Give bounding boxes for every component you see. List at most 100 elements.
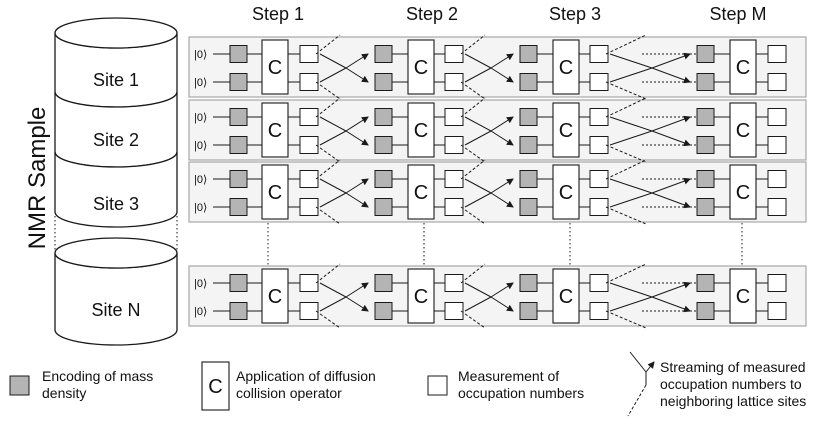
streaming-dashed-line	[315, 263, 341, 284]
streaming-arrow	[651, 281, 691, 298]
encoding-box	[229, 170, 248, 188]
streaming-line	[609, 116, 653, 132]
streaming-arrow	[651, 115, 691, 132]
site-label: Site N	[91, 300, 140, 320]
collision-operator-box	[552, 102, 580, 158]
encoding-box	[519, 274, 538, 292]
encoding-box	[519, 73, 538, 91]
encoding-box	[696, 274, 715, 292]
measurement-box	[444, 302, 464, 320]
streaming-dashed-line	[605, 144, 647, 163]
measurement-box	[589, 73, 609, 91]
measurement-box	[589, 198, 609, 216]
streaming-line	[319, 192, 347, 208]
collision-operator-box	[552, 164, 580, 220]
ket-zero-label: |0⟩	[194, 77, 207, 89]
streaming-line	[464, 296, 492, 312]
streaming-line	[609, 282, 653, 298]
measurement-box	[589, 274, 609, 292]
collision-operator-label: C	[414, 120, 428, 142]
measurement-box	[299, 170, 319, 188]
streaming-arrow	[490, 192, 514, 208]
streaming-arrow	[345, 130, 369, 146]
encoding-box	[229, 73, 248, 91]
collision-operator-label: C	[414, 182, 428, 204]
measurement-box	[444, 73, 464, 91]
collision-operator-box	[261, 164, 289, 220]
streaming-line	[319, 130, 347, 146]
streaming-arrow	[345, 116, 369, 132]
encoding-box	[229, 136, 248, 154]
measurement-box	[767, 274, 787, 292]
streaming-dashed-line	[605, 310, 647, 329]
collision-operator-box	[407, 268, 435, 324]
encoding-box	[519, 198, 538, 216]
site-label: Site 3	[93, 194, 139, 214]
encoding-box	[374, 198, 393, 216]
step-label: Step 1	[252, 4, 304, 24]
collision-operator-label: C	[736, 286, 750, 308]
encoding-box	[374, 108, 393, 126]
step-label: Step 2	[406, 4, 458, 24]
legend-streaming-dashed	[627, 384, 647, 417]
streaming-line	[319, 296, 347, 312]
streaming-dashed-line	[605, 97, 647, 118]
measurement-box	[767, 302, 787, 320]
streaming-arrow	[490, 178, 514, 194]
collision-operator-box	[261, 39, 289, 95]
collision-operator-label: C	[736, 120, 750, 142]
legend-streaming-line1: Streaming of measured	[660, 359, 806, 375]
streaming-line	[319, 178, 347, 194]
legend-collision-label: C	[208, 376, 222, 398]
collision-operator-label: C	[414, 286, 428, 308]
nmr-sample-label: NMR Sample	[24, 107, 51, 250]
legend-streaming-solid	[629, 351, 647, 373]
streaming-arrow	[345, 296, 369, 312]
legend-streaming-line3: neighboring lattice sites	[660, 393, 807, 409]
measurement-box	[589, 170, 609, 188]
encoding-box	[229, 274, 248, 292]
ket-zero-label: |0⟩	[194, 49, 207, 61]
collision-operator-box	[729, 164, 757, 220]
collision-operator-label: C	[736, 182, 750, 204]
legend-streaming-line2: occupation numbers to	[660, 376, 802, 392]
streaming-arrow	[651, 177, 691, 194]
streaming-dashed-line	[605, 159, 647, 180]
measurement-box	[767, 108, 787, 126]
encoding-box	[229, 198, 248, 216]
measurement-box	[444, 170, 464, 188]
ket-zero-label: |0⟩	[194, 174, 207, 186]
streaming-arrow	[490, 282, 514, 298]
collision-operator-label: C	[559, 57, 573, 79]
collision-operator-box	[729, 102, 757, 158]
ket-zero-label: |0⟩	[194, 112, 207, 124]
measurement-box	[589, 45, 609, 63]
streaming-line	[464, 282, 492, 298]
legend-measure-text: Measurement of occupation numbers	[458, 368, 584, 402]
streaming-dashed-line	[315, 97, 341, 118]
legend-streaming-text: Streaming of measured occupation numbers…	[660, 359, 806, 410]
legend-collision-line1: Application of diffusion	[236, 368, 376, 384]
encoding-box	[229, 302, 248, 320]
encoding-box	[519, 136, 538, 154]
measurement-box	[767, 136, 787, 154]
collision-operator-box	[552, 39, 580, 95]
streaming-line	[319, 67, 347, 83]
legend-measure-line1: Measurement of	[458, 368, 560, 384]
measurement-box	[299, 136, 319, 154]
streaming-dashed-line	[605, 34, 647, 55]
encoding-box	[229, 108, 248, 126]
streaming-arrow	[490, 130, 514, 146]
streaming-arrow	[651, 52, 691, 69]
streaming-arrow	[345, 53, 369, 69]
streaming-dashed-line	[460, 97, 486, 118]
site-label: Site 2	[93, 130, 139, 150]
collision-operator-label: C	[268, 57, 282, 79]
encoding-box	[696, 170, 715, 188]
streaming-line	[464, 116, 492, 132]
encoding-box	[374, 170, 393, 188]
encoding-box	[696, 198, 715, 216]
encoding-box	[374, 274, 393, 292]
encoding-box	[374, 45, 393, 63]
